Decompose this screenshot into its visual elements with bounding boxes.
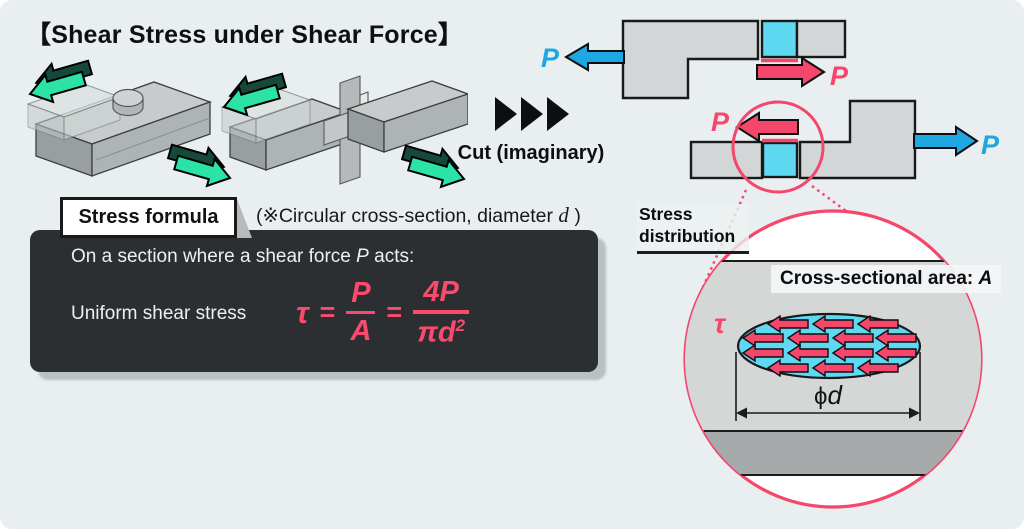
stress-distribution-label: Stress distribution xyxy=(637,204,749,254)
uniform-shear-stress-label: Uniform shear stress xyxy=(71,303,247,324)
force-label-left: P xyxy=(541,43,560,73)
force-label-right: P xyxy=(981,130,1000,160)
dim-arrowhead-left xyxy=(736,407,747,419)
left-plate-block xyxy=(689,140,764,180)
magnifier-ring-small xyxy=(731,100,825,194)
force-arrow-left-icon xyxy=(735,111,799,143)
bolted-joint-3d-figure xyxy=(26,59,232,188)
tau-symbol: τ xyxy=(714,309,727,339)
plate-front-face xyxy=(91,101,211,177)
shear-force-arrow-right-icon xyxy=(166,143,232,188)
shear-force-arrow-left-icon xyxy=(222,72,288,117)
page-title: 【Shear Stress under Shear Force】 xyxy=(26,21,464,49)
diameter-label: ϕd xyxy=(814,380,843,410)
circular-section-note: (※Circular cross-section, diameter d ) xyxy=(256,203,581,227)
right-plate-block xyxy=(798,99,917,180)
cut-triple-arrow-icon xyxy=(495,97,569,131)
cut-joint-3d-figure xyxy=(220,72,468,189)
shear-force-arrow-right-icon xyxy=(400,144,466,189)
shear-stress-arrows xyxy=(741,314,917,378)
bolt-head xyxy=(112,88,144,117)
magnified-section-view: τ ϕd xyxy=(683,209,983,509)
diameter-dimension xyxy=(735,352,921,421)
formula-description-line: On a section where a shear force P acts: xyxy=(71,246,415,267)
bottom-shear-schematic: P P xyxy=(689,99,1000,194)
fraction-p-over-a: P A xyxy=(346,278,376,348)
top-shear-schematic: P P xyxy=(541,19,849,100)
lower-plate-block xyxy=(795,19,847,59)
cross-sectional-area-label: Cross-sectional area: A xyxy=(771,265,1002,293)
area-variable: A xyxy=(978,268,993,289)
cut-section-block xyxy=(760,19,799,59)
stress-formula-panel: On a section where a shear force P acts:… xyxy=(30,230,598,372)
force-arrow-left-icon xyxy=(564,42,625,72)
fraction-4p-over-pid2: 4P πd2 xyxy=(413,277,470,348)
lower-plate-band xyxy=(685,431,981,475)
cut-label: Cut (imaginary) xyxy=(457,142,605,164)
bolt-cross-section-ellipse xyxy=(736,312,922,380)
shear-force-arrow-left-icon xyxy=(28,59,94,104)
tau-symbol: τ xyxy=(296,294,309,330)
force-label-left: P xyxy=(711,107,730,137)
upper-plate-block xyxy=(621,19,760,100)
cut-section-block xyxy=(761,141,799,179)
right-half-front-face xyxy=(383,93,468,153)
force-arrow-right-icon xyxy=(756,56,826,88)
dim-arrowhead-right xyxy=(909,407,920,419)
force-label-right: P xyxy=(830,61,849,91)
upper-plate-ghost xyxy=(26,83,122,141)
shear-stress-formula: τ = P A = 4P πd2 xyxy=(296,277,470,348)
cut-indicator: Cut (imaginary) xyxy=(448,96,614,165)
stress-formula-tab: Stress formula xyxy=(60,197,237,238)
force-arrow-right-icon xyxy=(913,125,979,157)
